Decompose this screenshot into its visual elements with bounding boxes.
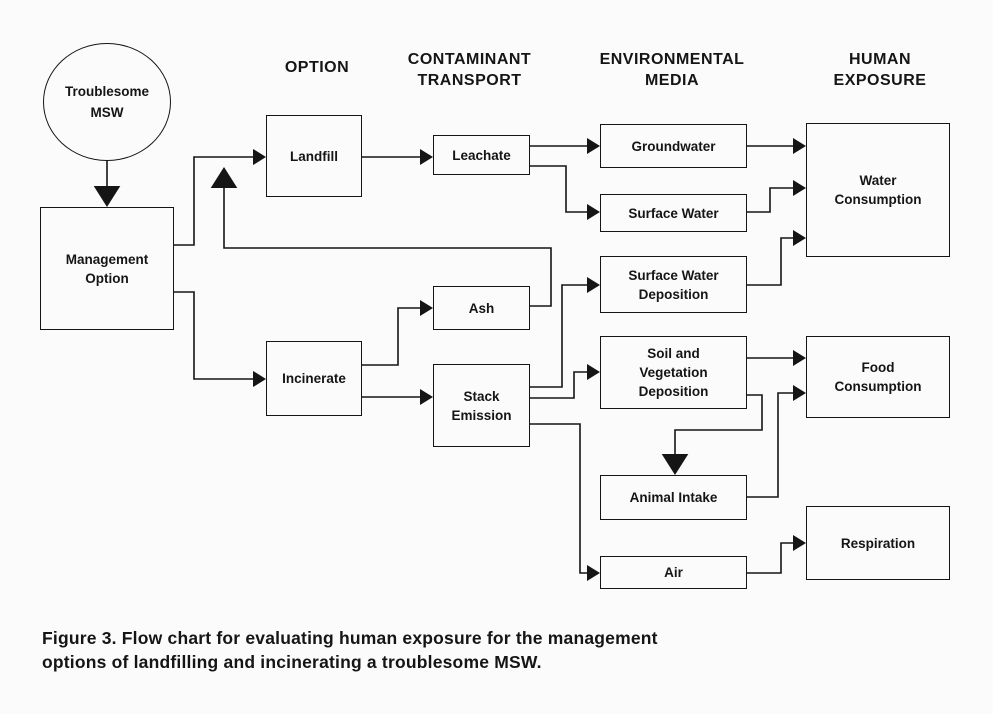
- landfill-box: Landfill: [266, 115, 362, 197]
- wire-management-to-landfill: [174, 156, 253, 246]
- figure-caption: Figure 3. Flow chart for evaluating huma…: [42, 628, 658, 672]
- arrow-leachate-icon: [420, 148, 433, 166]
- arrow-stack-emission-icon: [420, 388, 433, 406]
- arrow-water-1-icon: [793, 137, 806, 155]
- stack-emission-box: Stack Emission: [433, 364, 530, 447]
- arrow-soil-veg-icon: [587, 363, 600, 381]
- soil-vegetation-deposition-box: Soil and Vegetation Deposition: [600, 336, 747, 409]
- wire-incinerate-to-ash: [362, 307, 420, 366]
- arrow-up-ash-return-icon: [210, 167, 238, 188]
- groundwater-box: Groundwater: [600, 124, 747, 168]
- arrow-groundwater-icon: [587, 137, 600, 155]
- troublesome-msw-node: Troublesome MSW: [43, 43, 171, 161]
- wire-stack-to-soil-veg: [530, 371, 587, 399]
- wire-stack-to-air: [530, 423, 587, 574]
- wire-sw-deposition-to-water: [747, 237, 793, 286]
- leachate-box: Leachate: [433, 135, 530, 175]
- wire-management-to-incinerate: [174, 291, 253, 380]
- arrow-food-1-icon: [793, 349, 806, 367]
- arrow-down-animal-icon: [661, 454, 689, 475]
- surface-water-box: Surface Water: [600, 194, 747, 232]
- wire-ash-to-landfill: [223, 188, 552, 307]
- arrow-landfill-icon: [253, 148, 266, 166]
- arrow-air-icon: [587, 564, 600, 582]
- animal-intake-box: Animal Intake: [600, 475, 747, 520]
- arrow-respiration-icon: [793, 534, 806, 552]
- respiration-box: Respiration: [806, 506, 950, 580]
- arrow-incinerate-icon: [253, 370, 266, 388]
- arrow-sw-deposition-icon: [587, 276, 600, 294]
- wire-surface-water-to-water: [747, 187, 793, 213]
- ash-box: Ash: [433, 286, 530, 330]
- food-consumption-box: Food Consumption: [806, 336, 950, 418]
- header-environmental-media: ENVIRONMENTAL MEDIA: [599, 51, 745, 89]
- wire-air-to-respiration: [747, 542, 793, 574]
- arrow-water-2-icon: [793, 179, 806, 197]
- incinerate-box: Incinerate: [266, 341, 362, 416]
- header-contaminant-transport: CONTAMINANT TRANSPORT: [407, 51, 532, 89]
- surface-water-deposition-box: Surface Water Deposition: [600, 256, 747, 313]
- arrow-surface-water-icon: [587, 203, 600, 221]
- arrow-ash-icon: [420, 299, 433, 317]
- wire-leachate-to-surface-water: [530, 165, 587, 213]
- arrow-water-3-icon: [793, 229, 806, 247]
- wire-animal-to-food: [747, 392, 793, 498]
- wire-stack-to-sw-deposition: [530, 284, 587, 388]
- management-option-box: Management Option: [40, 207, 174, 330]
- header-option: OPTION: [284, 59, 350, 76]
- header-human-exposure: HUMAN EXPOSURE: [833, 51, 927, 89]
- water-consumption-box: Water Consumption: [806, 123, 950, 257]
- arrow-down-management-icon: [93, 186, 121, 207]
- wire-soil-veg-to-animal: [674, 394, 763, 455]
- air-box: Air: [600, 556, 747, 589]
- arrow-food-2-icon: [793, 384, 806, 402]
